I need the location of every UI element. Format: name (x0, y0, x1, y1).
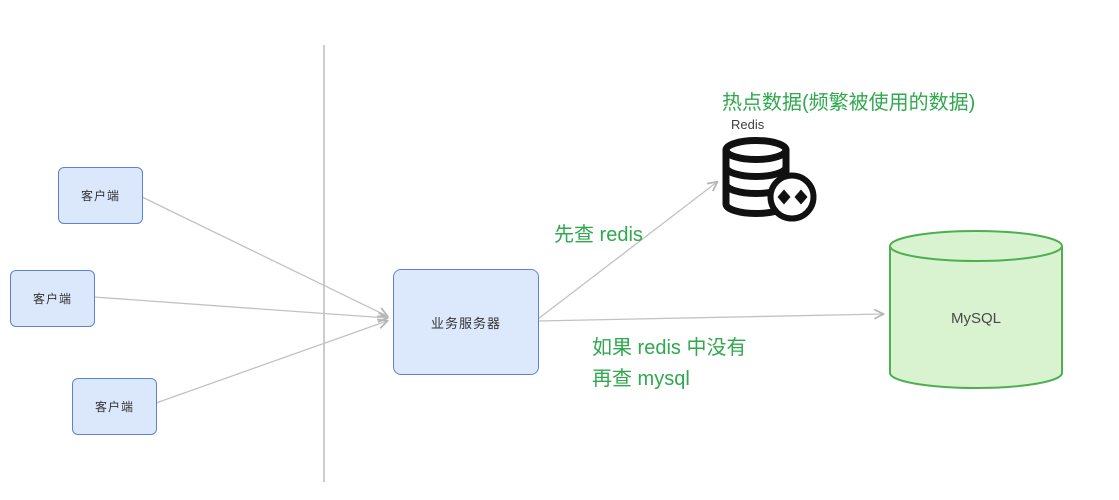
annotation-fallback-line1: 如果 redis 中没有 (592, 337, 747, 359)
arrow-client2-server (93, 296, 387, 318)
client-node-2: 客户端 (10, 270, 95, 327)
client-node-2-label: 客户端 (32, 292, 72, 306)
arrow-server-redis (537, 182, 717, 320)
arrow-server-mysql (537, 314, 883, 322)
server-node-label: 业务服务器 (430, 315, 501, 331)
client-node-3: 客户端 (72, 378, 157, 435)
redis-label: Redis (731, 117, 765, 132)
annotation-fallback-line2: 再查 mysql (592, 368, 690, 390)
client-node-1: 客户端 (58, 167, 143, 224)
annotation-check-redis: 先查 redis (554, 224, 643, 246)
arrow-client1-server (141, 196, 387, 316)
mysql-cylinder-shape (889, 230, 1063, 389)
mysql-node: MySQL (886, 226, 1066, 392)
server-node: 业务服务器 (393, 269, 539, 375)
client-node-1-label: 客户端 (80, 189, 120, 203)
hot-data-title: 热点数据(频繁被使用的数据) (722, 92, 976, 114)
mysql-label: MySQL (950, 310, 1001, 327)
client-node-3-label: 客户端 (94, 400, 134, 414)
arrow-client3-server (155, 321, 387, 404)
annotation-fallback: 如果 redis 中没有 再查 mysql (592, 333, 746, 395)
redis-database-icon (722, 137, 817, 222)
